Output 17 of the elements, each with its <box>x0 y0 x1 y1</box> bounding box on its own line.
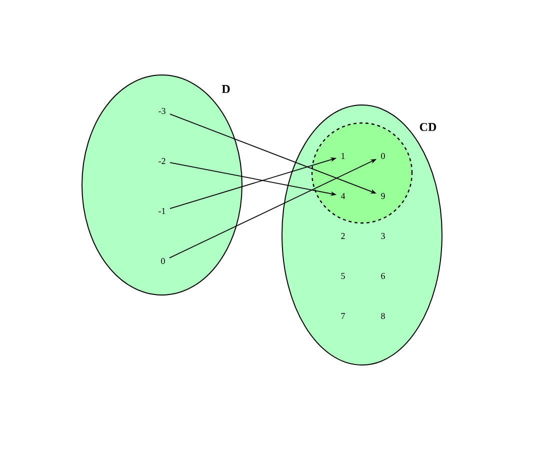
element-label: 0 <box>161 258 165 264</box>
element-label: 1 <box>342 153 345 159</box>
element-label: 7 <box>341 313 345 319</box>
element-label: -3 <box>158 108 166 114</box>
element-label: 8 <box>381 312 385 320</box>
element-label: 0 <box>381 152 385 160</box>
element-label: 6 <box>381 272 385 280</box>
element-label: 2 <box>341 233 345 239</box>
range-circle <box>311 122 413 224</box>
set-title: CD <box>420 122 436 132</box>
element-label: 5 <box>341 273 345 279</box>
element-label: 3 <box>381 232 385 240</box>
set-title: D <box>222 85 230 93</box>
element-label: 4 <box>340 193 346 199</box>
element-label: -1 <box>158 208 166 214</box>
element-label: -2 <box>158 158 166 164</box>
element-label: 9 <box>381 192 385 200</box>
